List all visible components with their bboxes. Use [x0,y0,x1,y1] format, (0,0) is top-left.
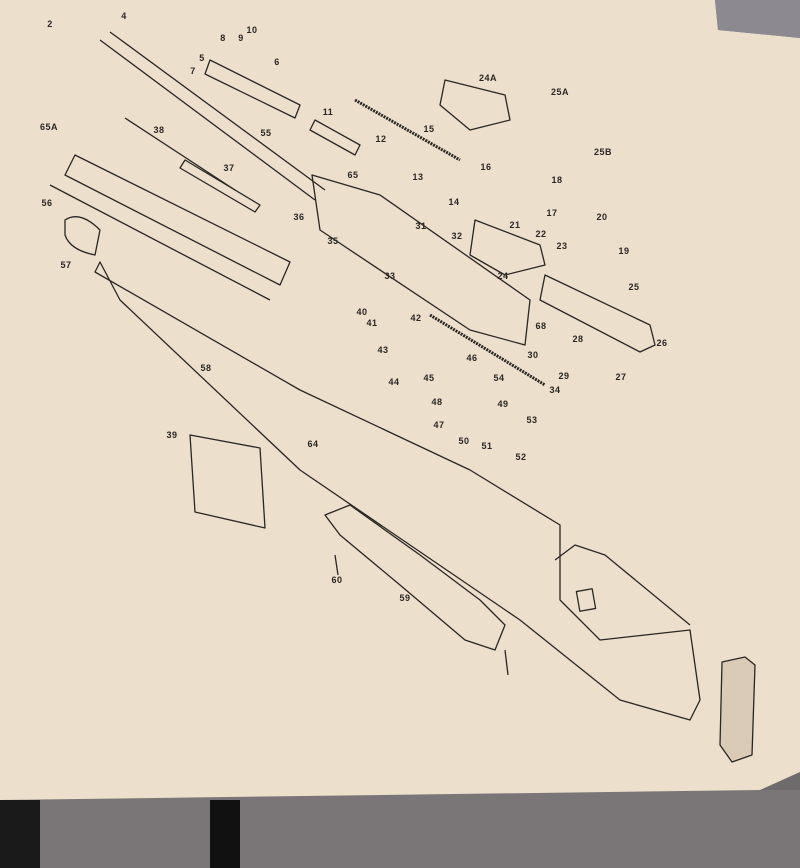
part-label: 50 [458,436,470,446]
part-label: 21 [509,220,521,230]
dark-edge [0,800,40,868]
spring-34 [429,313,546,387]
part-label: 38 [153,125,165,135]
part-label: 13 [412,172,424,182]
part-label: 25 [628,282,640,292]
part-label: 16 [480,162,492,172]
part-label: 48 [431,397,443,407]
part-label: 25B [593,147,613,157]
part-label: 36 [293,212,305,222]
part-label: 60 [331,575,343,585]
part-label: 24A [478,73,498,83]
part-label: 64 [307,439,319,449]
part-label: 43 [377,345,389,355]
part-label: 8 [220,33,226,43]
barrel [99,31,326,201]
part-label: 12 [375,134,387,144]
corner-background [715,0,800,38]
dark-strip [210,800,240,868]
part-label: 55 [260,128,272,138]
part-label: 4 [121,11,127,21]
part-label: 9 [238,33,244,43]
part-26 [539,274,656,353]
part-label: 17 [546,208,558,218]
part-57 [64,216,101,256]
stock-slot [575,588,597,612]
buttplate [719,656,756,763]
part-label: 51 [481,441,493,451]
part-label: 56 [41,198,53,208]
part-label: 20 [596,212,608,222]
part-label: 68 [535,321,547,331]
receiver [311,174,531,346]
cleaning-rod [49,184,271,301]
magazine [189,434,266,529]
part-label: 31 [415,221,427,231]
part-label: 32 [451,231,463,241]
paper-sheet [0,0,800,800]
part-label: 2 [47,19,53,29]
part-label: 33 [384,271,396,281]
part-label: 65A [39,122,59,132]
part-label: 11 [322,107,334,117]
part-label: 24 [497,271,509,281]
part-label: 23 [556,241,568,251]
handguard [64,154,291,286]
screws [334,554,509,676]
part-37 [179,159,261,213]
part-label: 19 [618,246,630,256]
part-label: 44 [388,377,400,387]
part-5 [204,59,301,119]
part-label: 10 [246,25,258,35]
part-label: 22 [535,229,547,239]
part-label: 27 [615,372,627,382]
part-label: 18 [551,175,563,185]
part-label: 30 [527,350,539,360]
part-label: 59 [399,593,411,603]
part-label: 15 [423,124,435,134]
part-label: 65 [347,170,359,180]
stock [94,261,701,721]
part-label: 14 [448,197,460,207]
part-24a [439,79,511,131]
part-label: 47 [433,420,445,430]
part-label: 39 [166,430,178,440]
part-label: 52 [515,452,527,462]
part-label: 5 [199,53,205,63]
part-label: 53 [526,415,538,425]
floor-background [0,790,800,868]
part-label: 7 [190,66,196,76]
part-label: 45 [423,373,435,383]
part-label: 49 [497,399,509,409]
stock-comb [554,544,691,626]
part-label: 25A [550,87,570,97]
part-label: 26 [656,338,668,348]
part-label: 54 [493,373,505,383]
part-label: 6 [274,57,280,67]
part-label: 28 [572,334,584,344]
part-24 [469,219,546,276]
part-label: 37 [223,163,235,173]
part-38 [124,117,236,191]
trigger-guard [324,504,506,651]
part-label: 40 [356,307,368,317]
part-label: 34 [549,385,561,395]
part-11 [309,119,361,156]
part-label: 46 [466,353,478,363]
part-label: 42 [410,313,422,323]
part-label: 35 [327,236,339,246]
part-label: 41 [366,318,378,328]
spring-15 [354,98,461,162]
part-label: 57 [60,260,72,270]
part-label: 58 [200,363,212,373]
part-label: 29 [558,371,570,381]
rifle-parts-drawing [49,31,756,763]
